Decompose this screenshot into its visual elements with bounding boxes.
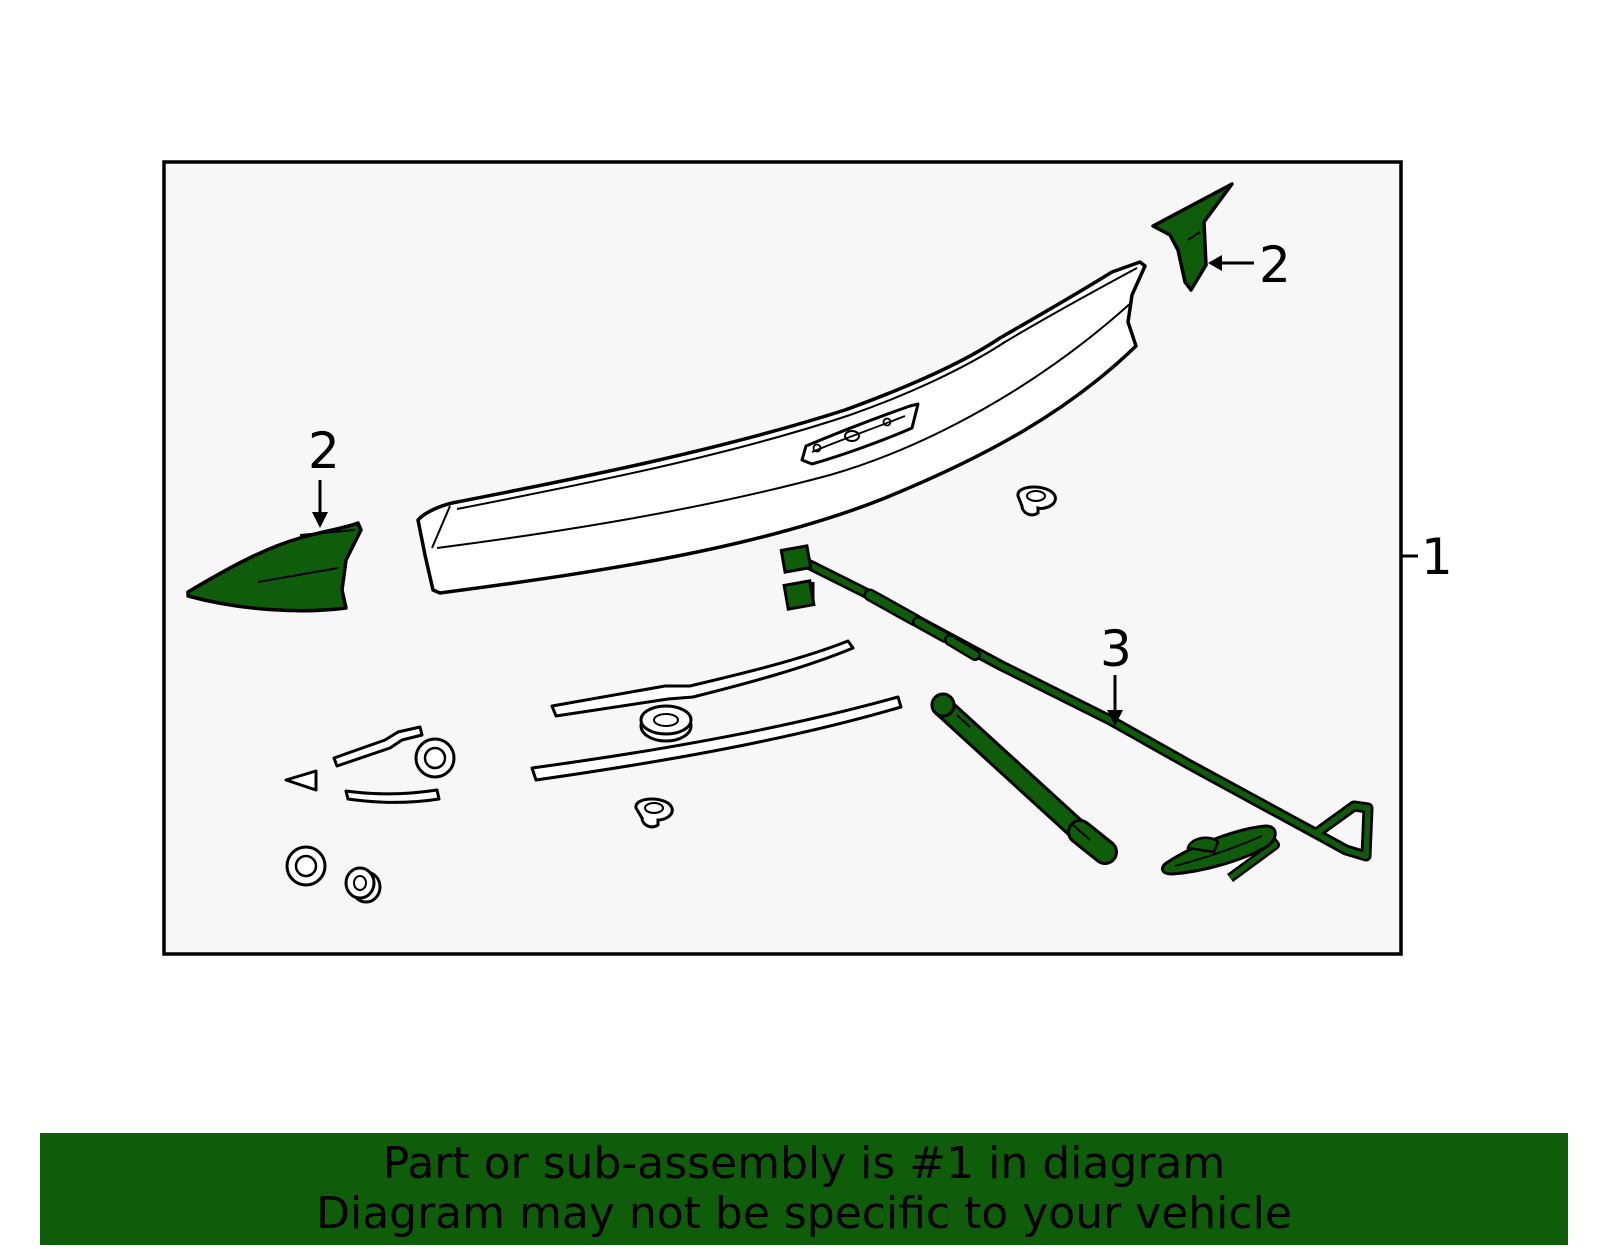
trim-piece-left xyxy=(332,725,424,768)
callout-2-right: 2 xyxy=(1259,236,1291,294)
notice-line-1: Part or sub-assembly is #1 in diagram xyxy=(382,1138,1226,1189)
end-cap-right-edge xyxy=(1187,231,1201,241)
washer-left-upper xyxy=(414,737,456,779)
trim-strip-lower xyxy=(530,695,903,782)
washer-left-lower xyxy=(285,845,327,887)
wiring-harness xyxy=(779,544,1374,883)
grommet-lower xyxy=(634,797,674,829)
callout-3-arrow xyxy=(1107,710,1123,726)
grommet-center xyxy=(639,704,693,743)
callout-2-left-arrow xyxy=(312,512,328,528)
trim-strip-upper xyxy=(550,639,855,718)
callout-2-right-arrow xyxy=(1208,255,1222,271)
spoiler-top-edge xyxy=(456,267,1138,510)
gas-strut xyxy=(930,692,1118,865)
spoiler-crease xyxy=(436,301,1133,549)
grommet-upper xyxy=(1016,485,1057,517)
callout-2-left: 2 xyxy=(308,422,340,480)
end-cap-left xyxy=(186,521,363,613)
brake-light-center-clip xyxy=(844,430,860,442)
seal-strip-left xyxy=(344,788,441,804)
spoiler-left-edge xyxy=(431,505,451,549)
end-cap-left-top-edge xyxy=(299,529,356,536)
spoiler-body xyxy=(416,260,1147,595)
callout-3: 3 xyxy=(1100,620,1132,678)
callout-1: 1 xyxy=(1421,528,1453,586)
brake-light-screw-right xyxy=(882,417,892,427)
end-cap-left-edge xyxy=(257,567,339,583)
nut-left-lower xyxy=(344,866,382,904)
notice-line-2: Diagram may not be specific to your vehi… xyxy=(316,1188,1292,1239)
brake-light-screw-left xyxy=(812,443,822,453)
clip-triangle xyxy=(284,769,318,792)
notice-banner: Part or sub-assembly is #1 in diagram Di… xyxy=(40,1133,1568,1245)
